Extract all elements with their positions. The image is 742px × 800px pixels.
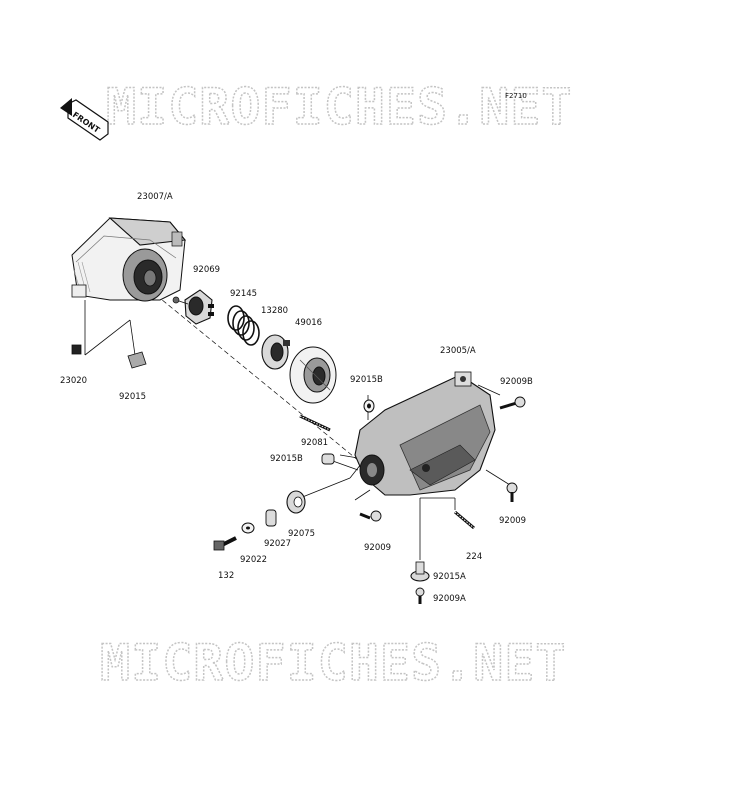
label-92009-right: 92009	[499, 516, 526, 526]
label-23007a: 23007/A	[137, 192, 173, 202]
screw-92009b	[499, 396, 526, 410]
adjuster-screw	[299, 414, 331, 432]
label-92009-bottom: 92009	[364, 543, 391, 553]
label-132: 132	[218, 571, 234, 581]
screw-92009-right	[506, 482, 518, 502]
screw-92009a	[415, 587, 425, 604]
screw-92009-bottom	[359, 510, 382, 522]
clip-23020	[71, 344, 82, 355]
label-92009a: 92009A	[433, 594, 466, 604]
label-92015b-top: 92015B	[350, 375, 383, 385]
front-arrow-icon: FRONT	[60, 98, 109, 141]
label-49016: 49016	[295, 318, 322, 328]
grommet	[286, 490, 306, 514]
label-92009b: 92009B	[500, 377, 533, 387]
spring	[227, 305, 260, 346]
label-92027: 92027	[264, 539, 291, 549]
bulb	[172, 289, 214, 325]
headlight-housing	[354, 371, 496, 496]
label-92015a: 92015A	[433, 572, 466, 582]
headlight-lens-assembly	[71, 217, 187, 302]
collar-92015a	[410, 561, 430, 582]
label-92015b-mid: 92015B	[270, 454, 303, 464]
collar-92015b-mid	[321, 453, 335, 465]
label-23020: 23020	[60, 376, 87, 386]
cam-knob	[289, 346, 337, 404]
collar-92027	[265, 509, 277, 527]
watermark-top: MICROFICHES.NET	[106, 78, 573, 136]
label-13280: 13280	[261, 306, 288, 316]
watermark-bottom: MICROFICHES.NET	[100, 634, 567, 692]
label-92069: 92069	[193, 265, 220, 275]
label-224: 224	[466, 552, 482, 562]
collar-92015b-top	[363, 399, 375, 413]
screw-224	[454, 510, 475, 530]
adjuster-ring	[261, 334, 290, 370]
label-92015: 92015	[119, 392, 146, 402]
label-23005a: 23005/A	[440, 346, 476, 356]
label-92081: 92081	[301, 438, 328, 448]
washer	[241, 522, 255, 534]
label-92145: 92145	[230, 289, 257, 299]
label-92075: 92075	[288, 529, 315, 539]
figure-code: F2710	[505, 92, 527, 100]
bolt-132	[213, 536, 237, 551]
label-92022: 92022	[240, 555, 267, 565]
clip-92015	[127, 351, 147, 369]
